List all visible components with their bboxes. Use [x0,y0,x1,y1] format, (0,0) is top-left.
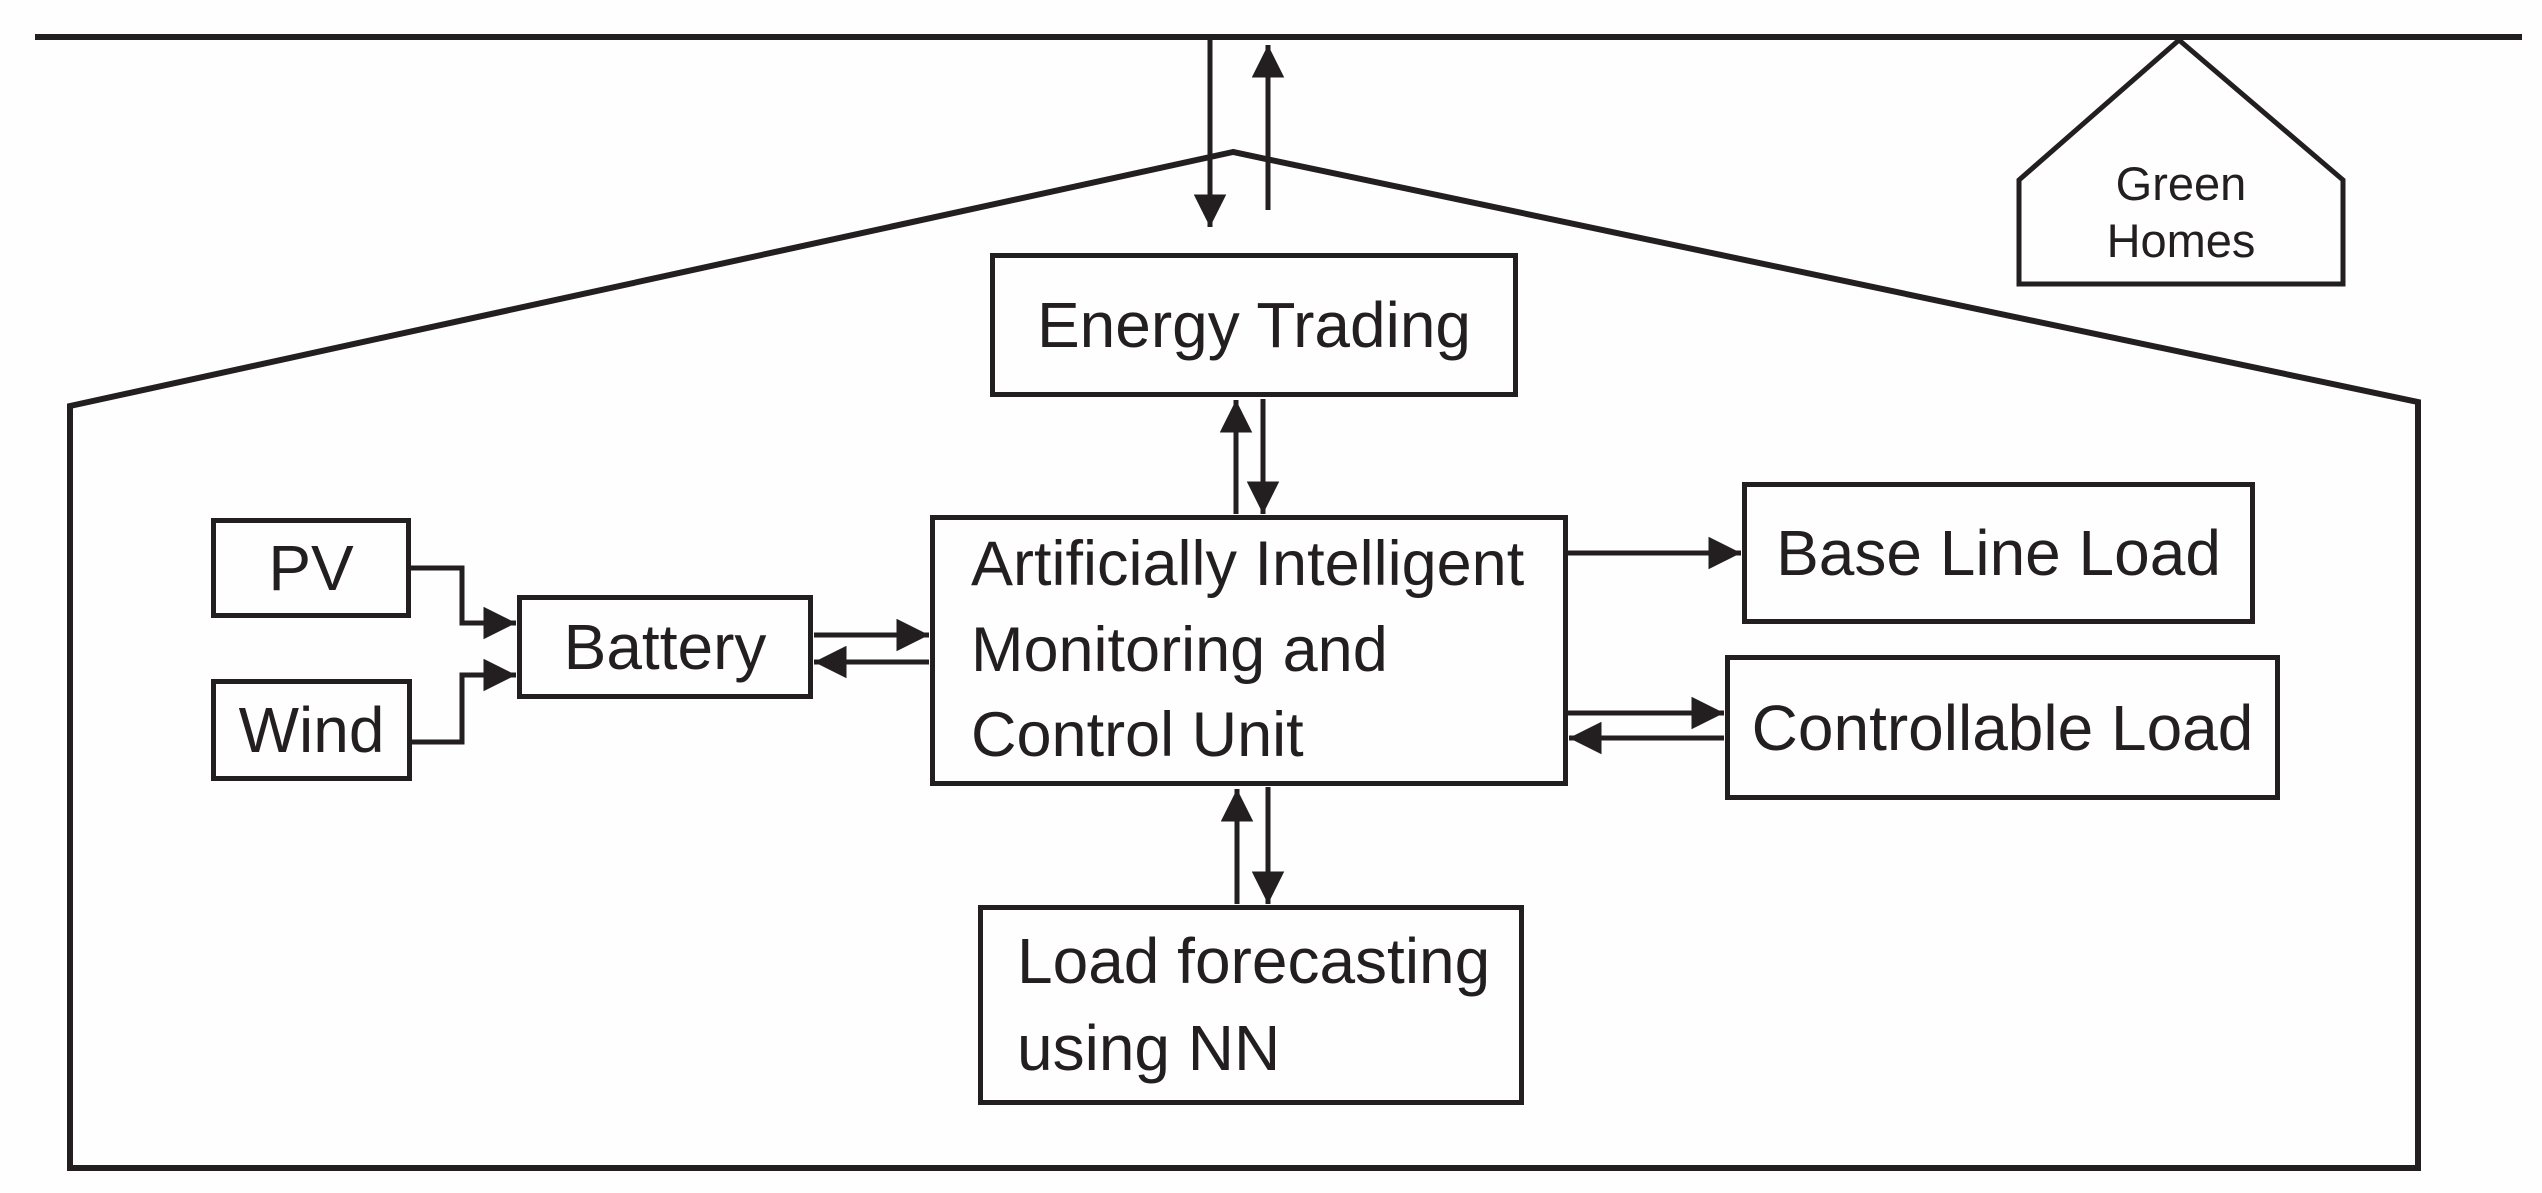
wind-label: Wind [238,694,385,766]
ai-control-unit-label: Artificially Intelligent Monitoring and … [971,528,1525,771]
ai-control-unit-box: Artificially Intelligent Monitoring and … [930,515,1568,786]
arrow-wind-to-battery [411,658,516,745]
pv-box: PV [211,518,411,618]
energy-trading-box: Energy Trading [990,253,1518,397]
load-forecasting-box: Load forecasting using NN [978,905,1524,1105]
controllable-load-label: Controllable Load [1751,691,2254,764]
load-forecasting-label: Load forecasting using NN [1017,924,1491,1084]
battery-box: Battery [517,595,813,699]
green-homes-house-icon [2016,36,2346,287]
base-line-load-label: Base Line Load [1776,517,2221,589]
controllable-load-box: Controllable Load [1725,655,2280,800]
base-line-load-box: Base Line Load [1742,482,2255,624]
arrow-pv-to-battery [411,565,516,640]
home-outline [67,148,2421,1171]
wind-box: Wind [211,679,412,781]
battery-label: Battery [563,611,767,683]
green-homes-label-area: Green Homes [2019,146,2343,278]
green-homes-label: Green Homes [2106,156,2256,267]
energy-trading-label: Energy Trading [1036,289,1472,361]
pv-label: PV [268,532,354,604]
